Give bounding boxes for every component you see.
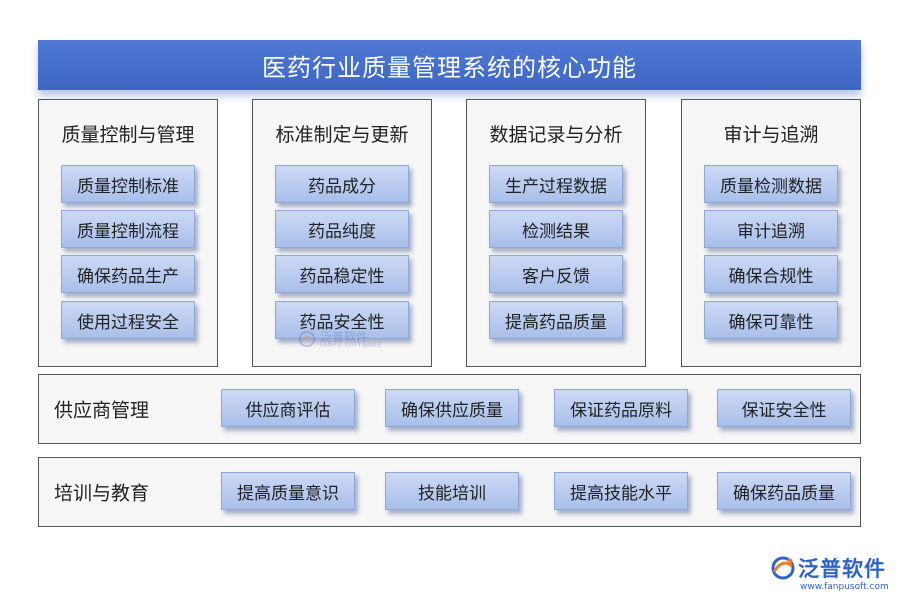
column-item: 药品纯度 — [275, 210, 409, 248]
column-item: 质量检测数据 — [704, 165, 838, 203]
column-title: 质量控制与管理 — [61, 124, 195, 146]
column-item: 提高药品质量 — [489, 301, 623, 339]
column-audit-trace: 审计与追溯 质量检测数据 审计追溯 确保合规性 确保可靠性 — [681, 99, 861, 367]
row-item: 确保供应质量 — [385, 389, 519, 427]
row-title: 培训与教育 — [54, 482, 150, 505]
column-item: 药品成分 — [275, 165, 409, 203]
column-item: 使用过程安全 — [61, 301, 195, 339]
watermark-subtext: FANPU SOFTWARE — [320, 342, 382, 349]
brand-url: www.fanpusoft.com — [800, 582, 889, 592]
row-item: 技能培训 — [385, 472, 519, 510]
column-item: 审计追溯 — [704, 210, 838, 248]
row-item: 提高质量意识 — [221, 472, 355, 510]
column-data-records: 数据记录与分析 生产过程数据 检测结果 客户反馈 提高药品质量 — [466, 99, 646, 367]
column-item: 质量控制流程 — [61, 210, 195, 248]
column-item: 确保合规性 — [704, 255, 838, 293]
row-title: 供应商管理 — [54, 399, 150, 422]
column-item: 药品安全性 — [275, 301, 409, 339]
column-title: 标准制定与更新 — [275, 124, 409, 146]
watermark: 泛普软件 FANPU SOFTWARE — [298, 328, 398, 352]
watermark-text: 泛普软件 — [320, 330, 369, 344]
row-item: 保证药品原料 — [554, 389, 688, 427]
column-item: 确保可靠性 — [704, 301, 838, 339]
fanpu-logo-icon — [298, 330, 316, 348]
row-item: 提高技能水平 — [554, 472, 688, 510]
row-training-education: 培训与教育 提高质量意识 技能培训 提高技能水平 确保药品质量 — [38, 457, 861, 527]
column-item: 生产过程数据 — [489, 165, 623, 203]
column-quality-control: 质量控制与管理 质量控制标准 质量控制流程 确保药品生产 使用过程安全 — [38, 99, 218, 367]
column-item: 客户反馈 — [489, 255, 623, 293]
row-item: 保证安全性 — [717, 389, 851, 427]
row-item: 确保药品质量 — [717, 472, 851, 510]
row-item: 供应商评估 — [221, 389, 355, 427]
brand-name: 泛普软件 — [798, 557, 886, 581]
column-title: 审计与追溯 — [723, 124, 819, 146]
column-item: 确保药品生产 — [61, 255, 195, 293]
diagram-title: 医药行业质量管理系统的核心功能 — [38, 40, 861, 90]
column-item: 药品稳定性 — [275, 255, 409, 293]
column-item: 质量控制标准 — [61, 165, 195, 203]
fanpu-logo-icon — [771, 556, 795, 580]
brand-logo: 泛普软件 www.fanpusoft.com — [770, 553, 895, 597]
column-title: 数据记录与分析 — [489, 124, 623, 146]
column-standards: 标准制定与更新 药品成分 药品纯度 药品稳定性 药品安全性 — [252, 99, 432, 367]
row-supplier-management: 供应商管理 供应商评估 确保供应质量 保证药品原料 保证安全性 — [38, 374, 861, 444]
column-item: 检测结果 — [489, 210, 623, 248]
